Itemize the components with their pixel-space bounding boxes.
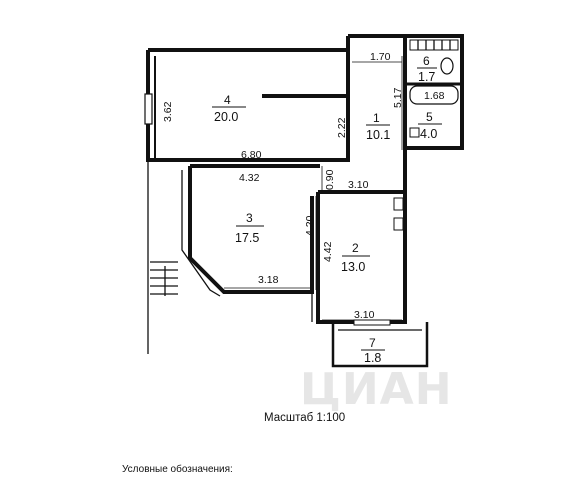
- room-6-number: 6: [423, 54, 430, 68]
- room-3-number: 3: [246, 211, 253, 225]
- room-1-area: 10.1: [366, 128, 390, 142]
- toilet-icon: [440, 57, 454, 75]
- dimensions: 1.70 5.17 1.68 3.62 2.22 6.80 4.32 0.90 …: [162, 51, 445, 321]
- dim-3-10-bottom: 3.10: [354, 309, 375, 321]
- walls: [144, 34, 464, 368]
- dim-4-42: 4.42: [322, 241, 334, 262]
- scale-label: Масштаб 1:100: [264, 412, 346, 424]
- room-2-area: 13.0: [341, 260, 365, 274]
- stairs: [150, 261, 178, 296]
- dim-3-10-top: 3.10: [348, 179, 369, 191]
- dim-4-32: 4.32: [239, 172, 260, 184]
- dim-1-68: 1.68: [424, 90, 445, 102]
- dim-1-70: 1.70: [370, 51, 391, 63]
- ventilation-icon: [409, 39, 459, 51]
- room-4-area: 20.0: [214, 110, 238, 124]
- room-7-area: 1.8: [364, 351, 381, 365]
- dim-3-18: 3.18: [258, 274, 279, 286]
- room-5-area: 4.0: [420, 127, 437, 141]
- room-3-area: 17.5: [235, 231, 259, 245]
- dim-3-62: 3.62: [162, 101, 174, 122]
- dim-6-80: 6.80: [241, 149, 262, 161]
- bathroom-fixtures: [409, 39, 459, 138]
- room-1-number: 1: [373, 111, 380, 125]
- dim-0-90: 0.90: [324, 169, 336, 190]
- watermark: ЦИАН: [300, 364, 453, 415]
- bathtub-icon: [409, 85, 459, 105]
- room-4-number: 4: [224, 93, 231, 107]
- dim-5-17: 5.17: [392, 87, 404, 108]
- room-7-number: 7: [369, 336, 376, 350]
- room-5-number: 5: [426, 110, 433, 124]
- dim-4-20: 4.20: [304, 215, 316, 236]
- legend-title: Условные обозначения:: [122, 464, 233, 475]
- room-labels: 4 20.0 1 10.1 3 17.5 2 13.0 5 4.0 6 1.7 …: [212, 54, 442, 365]
- room-2-number: 2: [352, 241, 359, 255]
- dim-2-22: 2.22: [336, 117, 348, 138]
- room-6-area: 1.7: [418, 70, 435, 84]
